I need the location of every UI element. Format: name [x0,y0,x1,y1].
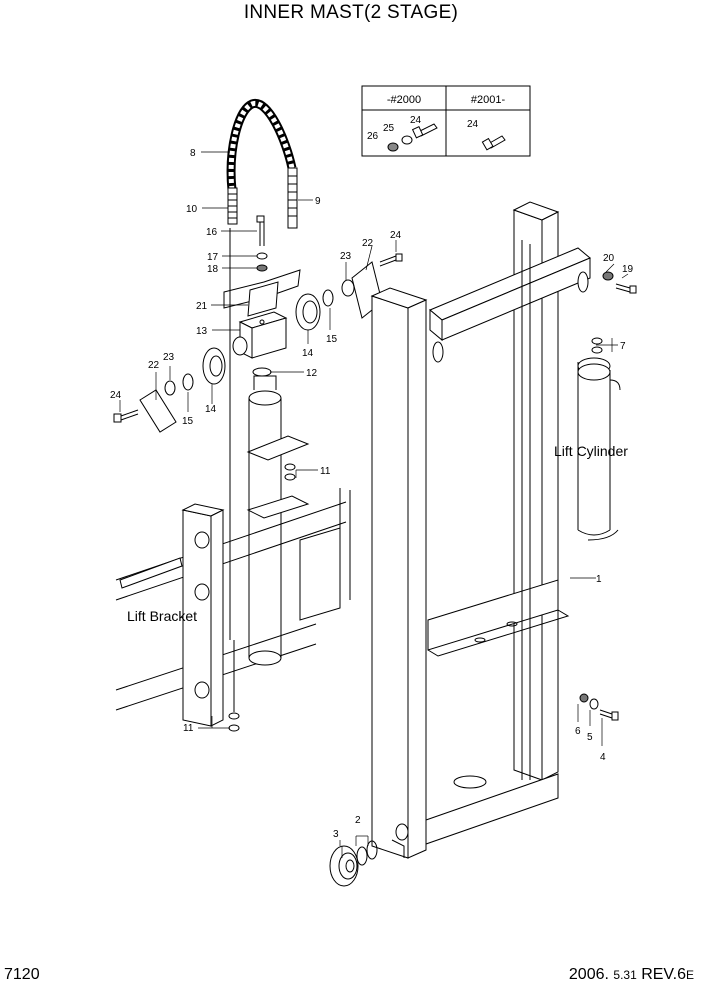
revision-suffix: E [685,968,694,982]
callout-24-right: 24 [390,230,402,241]
bolt-24-left [113,409,139,423]
callout-24-left: 24 [110,390,122,401]
sheave-14-right [295,293,321,331]
callout-23-right: 23 [340,251,352,262]
chain-anchor-bolt-right [287,167,298,229]
callout-23-left: 23 [163,352,175,363]
bolt-19 [615,283,637,294]
washer-7-b [591,346,603,354]
lift-bracket [115,488,351,727]
revision-number: REV.6 [641,966,686,983]
washer-12 [252,367,272,377]
nut-11-upper-b [284,473,296,481]
callout-13: 13 [196,326,208,337]
callout-21: 21 [196,301,208,312]
callout-4: 4 [600,752,606,763]
bolt-24-right [379,253,403,267]
washer-7-a [591,337,603,345]
sheave-14-left [202,347,226,385]
callout-9: 9 [315,196,321,207]
callout-8: 8 [190,148,196,159]
callout-22-right: 22 [362,238,374,249]
callout-15-left: 15 [182,416,194,427]
variant-table: -#2000 #2001- 24 25 26 24 [361,85,531,157]
variant-col-b-label: #2001- [471,94,506,106]
callout-19: 19 [622,264,634,275]
callout-2: 2 [355,815,361,826]
label-lift-bracket: Lift Bracket [127,608,197,624]
page-number: 7120 [4,966,40,983]
variant-col-a-label: -#2000 [387,94,421,106]
sheave-bracket-21 [223,269,301,317]
callout-12: 12 [306,368,318,379]
revision-stamp: 2006. 5.31 REV.6E [569,966,694,984]
revision-date-day: 5.31 [613,968,637,982]
washer-17 [256,252,268,260]
revision-date-year: 2006. [568,966,609,983]
callout-22-left: 22 [148,360,160,371]
chain-anchor-block-13 [232,311,288,359]
callout-15-right: 15 [326,334,338,345]
callout-14-left: 14 [205,404,217,415]
leader-lines [119,151,629,858]
callout-1: 1 [596,574,602,585]
lift-chain [226,99,297,191]
callout-25-variant-a: 25 [383,123,395,134]
mounting-bracket-22-left [139,389,177,433]
shim-2-a [356,846,368,866]
callout-18: 18 [207,264,219,275]
callout-24-variant-b: 24 [467,119,479,130]
inner-mast-frame [370,201,591,859]
snap-ring-15-right [322,289,334,307]
callout-14-right: 14 [302,348,314,359]
bolt-16 [256,215,265,246]
nut-11-upper-a [284,463,296,471]
nut-11-lower-a [228,712,240,720]
spacer-23-right [341,279,355,297]
washer-5 [589,698,599,710]
variant-a-washer-2 [387,142,399,152]
washer-18 [256,264,268,272]
callout-11-lower: 11 [183,723,194,734]
variant-a-washer [401,135,413,145]
callout-24-variant-a: 24 [410,115,422,126]
snap-ring-15-left [182,373,194,391]
callout-17: 17 [207,252,219,263]
roller-3 [329,845,359,887]
washer-20 [602,271,614,281]
lift-cylinder-rear [577,357,621,541]
callout-26-variant-a: 26 [367,131,379,142]
callout-6: 6 [575,726,581,737]
chain-anchor-bolt-left [227,187,238,225]
callout-11-upper: 11 [320,466,331,477]
callout-7: 7 [620,341,626,352]
callout-10: 10 [186,204,198,215]
callout-3: 3 [333,829,339,840]
callout-16: 16 [206,227,218,238]
variant-a-bolt [411,123,438,139]
washer-6 [579,693,589,703]
variant-b-bolt [481,135,506,151]
page-title: INNER MAST(2 STAGE) [243,2,459,23]
shim-2-b [366,840,378,860]
spacer-23-left [164,380,176,396]
callouts: 1 2 3 4 5 6 7 8 9 10 11 11 12 13 14 14 1… [110,148,634,840]
callout-5: 5 [587,732,593,743]
label-lift-cylinder: Lift Cylinder [554,443,628,459]
callout-20: 20 [603,253,615,264]
nut-11-lower-b [228,724,240,732]
bolt-4 [599,709,619,721]
lift-cylinder-piston [246,375,310,666]
